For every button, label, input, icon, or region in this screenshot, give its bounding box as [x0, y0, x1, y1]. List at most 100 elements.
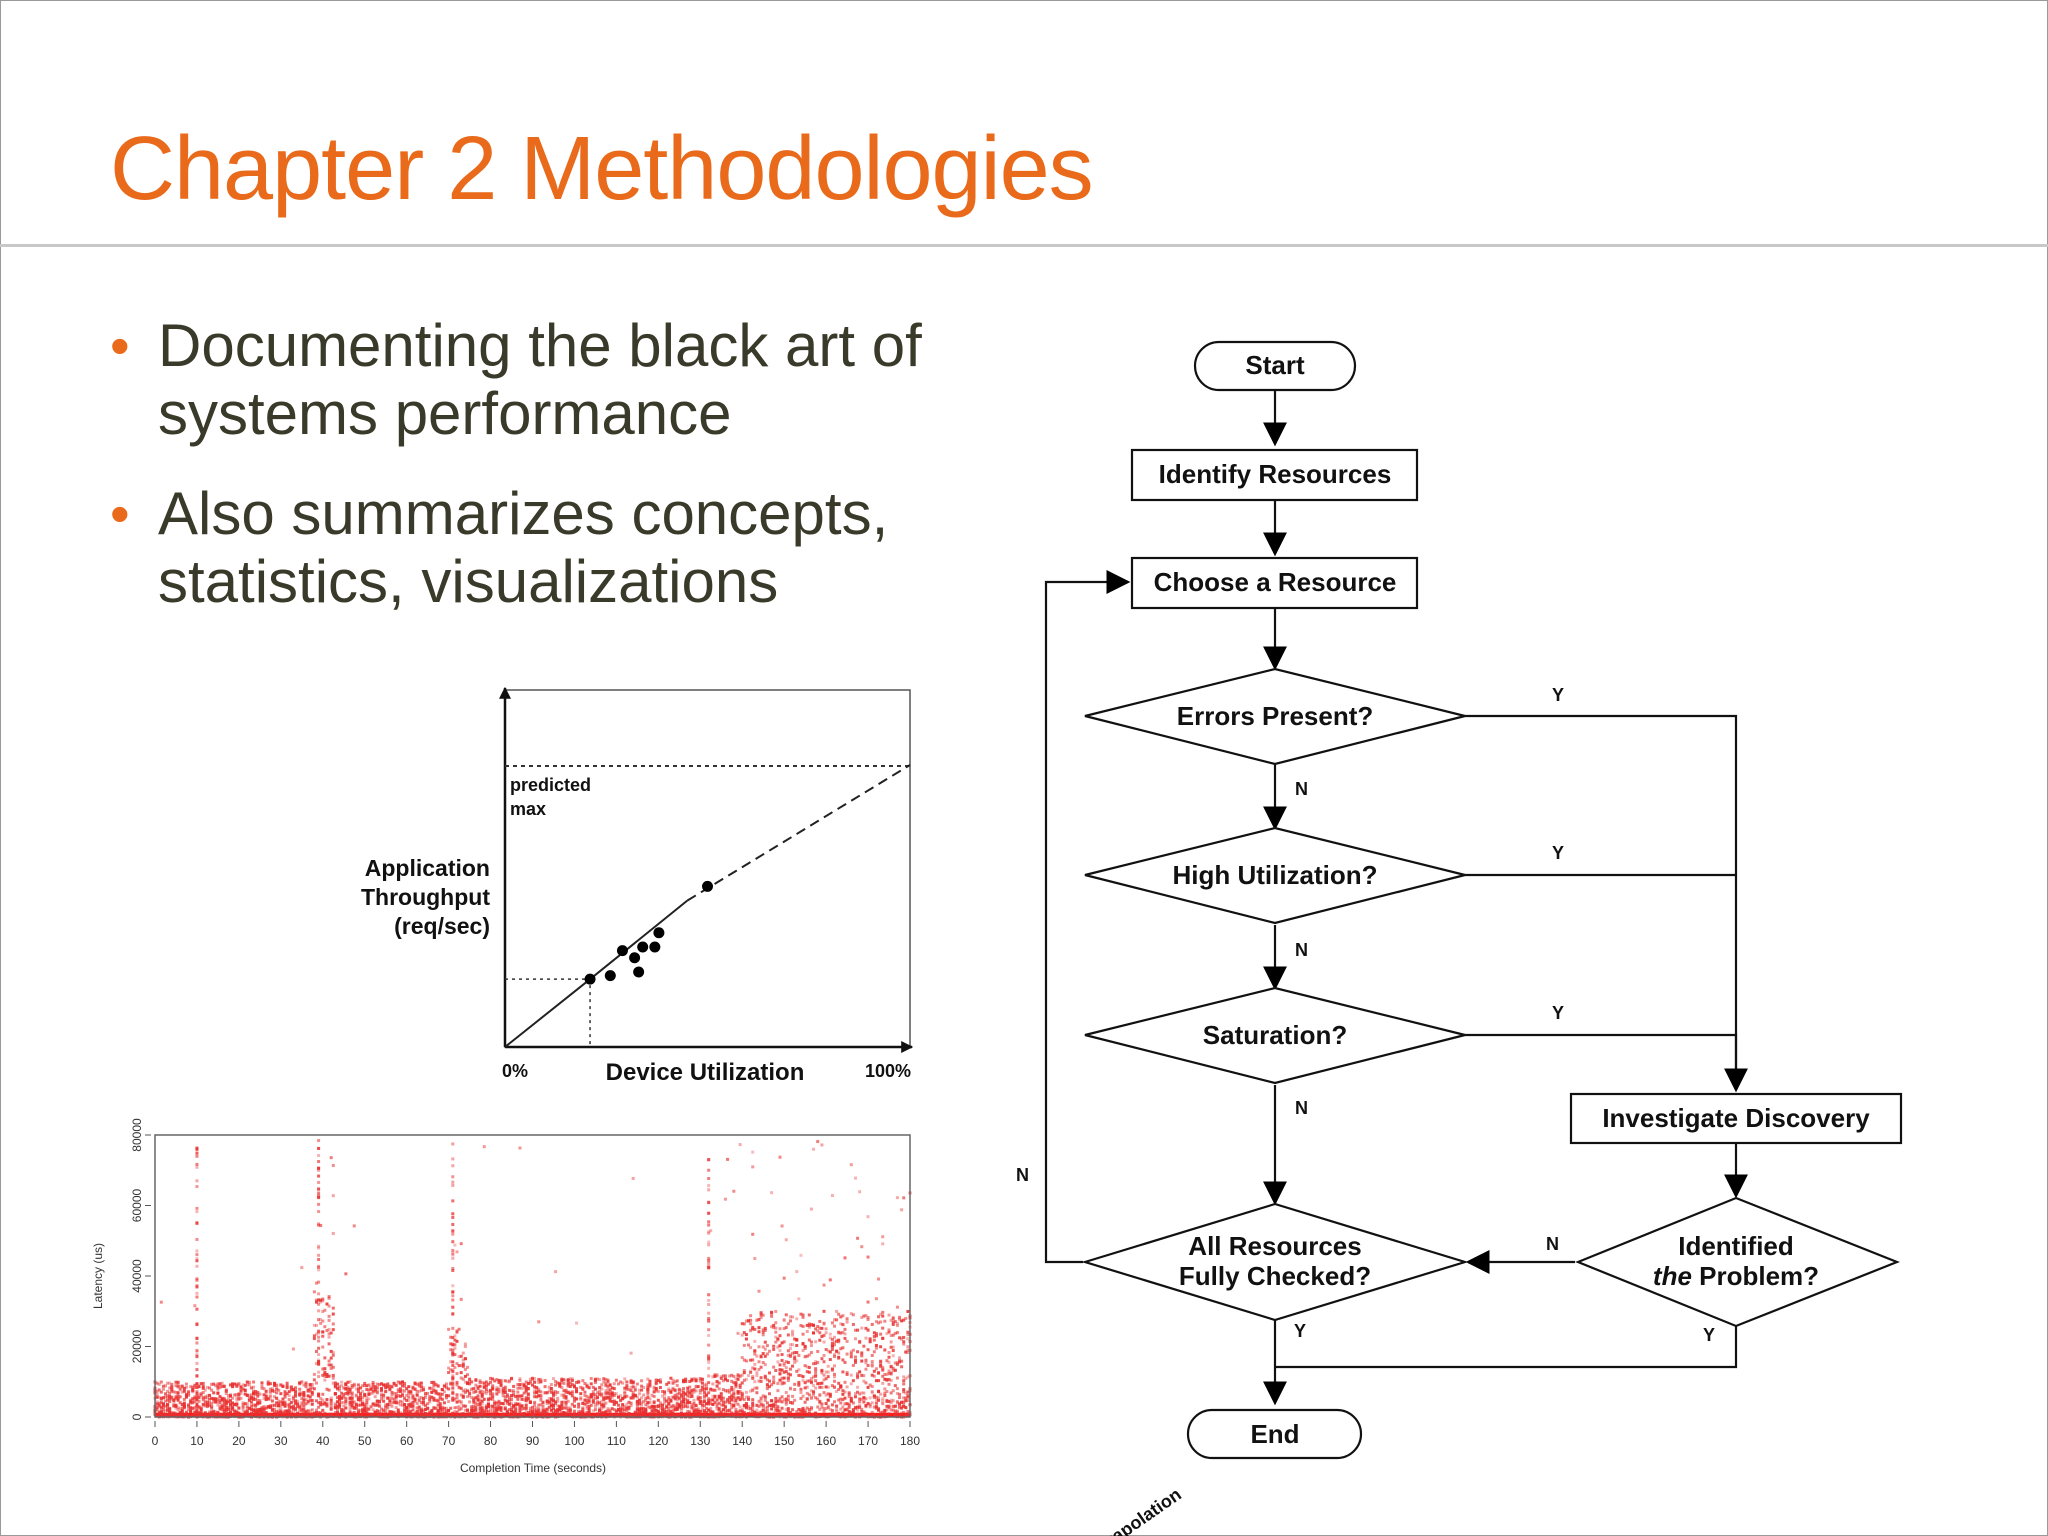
- latency-point: [495, 1408, 499, 1412]
- latency-point: [633, 1386, 637, 1390]
- latency-point: [786, 1353, 790, 1357]
- latency-point: [747, 1395, 751, 1399]
- latency-point: [770, 1325, 774, 1329]
- latency-point: [749, 1369, 753, 1373]
- latency-point: [740, 1322, 744, 1326]
- latency-point: [740, 1397, 744, 1401]
- latency-point: [728, 1388, 732, 1392]
- latency-point: [803, 1344, 807, 1348]
- latency-point: [747, 1407, 751, 1411]
- latency-point: [795, 1338, 799, 1342]
- latency-point: [289, 1410, 293, 1414]
- latency-point: [608, 1397, 612, 1401]
- latency-point: [717, 1414, 721, 1418]
- latency-point: [312, 1323, 316, 1327]
- latency-point: [765, 1408, 769, 1412]
- latency-outlier: [822, 1283, 826, 1287]
- latency-point: [625, 1402, 629, 1406]
- latency-outlier: [482, 1145, 486, 1149]
- latency-point: [895, 1376, 899, 1380]
- latency-point: [549, 1398, 553, 1402]
- latency-point: [447, 1400, 451, 1404]
- latency-point: [340, 1407, 344, 1411]
- latency-point: [585, 1399, 589, 1403]
- latency-point: [619, 1408, 623, 1412]
- latency-point: [661, 1403, 665, 1407]
- latency-point: [510, 1408, 514, 1412]
- latency-point: [698, 1388, 702, 1392]
- latency-point: [342, 1393, 346, 1397]
- latency-point: [361, 1411, 365, 1415]
- latency-point: [788, 1411, 792, 1415]
- latency-point: [285, 1403, 289, 1407]
- latency-point: [644, 1396, 648, 1400]
- latency-point: [776, 1399, 780, 1403]
- latency-point: [445, 1385, 449, 1389]
- latency-point: [331, 1365, 335, 1369]
- latency-point: [394, 1399, 398, 1403]
- measured-point: [633, 966, 645, 978]
- latency-point: [155, 1393, 159, 1397]
- latency-point: [501, 1394, 505, 1398]
- latency-point: [826, 1398, 830, 1402]
- latency-point: [805, 1365, 809, 1369]
- latency-point: [438, 1402, 442, 1406]
- latency-outlier: [843, 1256, 847, 1260]
- bullet-item: • Also summarizes concepts, statistics, …: [110, 480, 1010, 616]
- latency-point: [434, 1391, 438, 1395]
- latency-point: [252, 1391, 256, 1395]
- latency-point: [648, 1397, 652, 1401]
- latency-point: [528, 1380, 532, 1384]
- latency-point: [820, 1414, 824, 1418]
- latency-point: [757, 1412, 761, 1416]
- latency-point: [686, 1394, 690, 1398]
- latency-point: [801, 1406, 805, 1410]
- latency-point: [551, 1412, 555, 1416]
- latency-spike-point: [451, 1370, 455, 1374]
- latency-point: [388, 1396, 392, 1400]
- x-tick-label: 180: [900, 1434, 920, 1448]
- latency-point: [788, 1343, 792, 1347]
- latency-point: [759, 1376, 763, 1380]
- latency-point: [281, 1401, 285, 1405]
- latency-point: [625, 1385, 629, 1389]
- latency-point: [459, 1376, 463, 1380]
- latency-point: [778, 1397, 782, 1401]
- latency-spike-point: [707, 1319, 711, 1323]
- latency-point: [442, 1384, 446, 1388]
- latency-point: [849, 1399, 853, 1403]
- latency-point: [902, 1318, 906, 1322]
- latency-point: [566, 1378, 570, 1382]
- latency-point: [770, 1311, 774, 1315]
- latency-point: [342, 1411, 346, 1415]
- latency-point: [579, 1410, 583, 1414]
- latency-point: [694, 1377, 698, 1381]
- latency-point: [331, 1373, 335, 1377]
- latency-point: [279, 1410, 283, 1414]
- latency-point: [629, 1396, 633, 1400]
- latency-point: [707, 1397, 711, 1401]
- latency-point: [684, 1397, 688, 1401]
- latency-point: [205, 1394, 209, 1398]
- latency-point: [736, 1402, 740, 1406]
- latency-point: [321, 1319, 325, 1323]
- latency-point: [218, 1405, 222, 1409]
- latency-point: [891, 1389, 895, 1393]
- latency-point: [824, 1385, 828, 1389]
- latency-spike-point: [317, 1160, 321, 1164]
- latency-point: [652, 1410, 656, 1414]
- latency-point: [174, 1411, 178, 1415]
- saturation-node: [1084, 986, 1466, 1085]
- latency-point: [721, 1414, 725, 1418]
- edge-label-util-yes: Y: [1552, 843, 1564, 863]
- latency-point: [669, 1390, 673, 1394]
- latency-point: [612, 1393, 616, 1397]
- latency-point: [583, 1402, 587, 1406]
- latency-point: [155, 1402, 159, 1406]
- latency-point: [539, 1378, 543, 1382]
- latency-point: [231, 1413, 235, 1417]
- latency-point: [654, 1378, 658, 1382]
- latency-point: [526, 1392, 530, 1396]
- latency-point: [833, 1335, 836, 1339]
- latency-point: [400, 1412, 404, 1416]
